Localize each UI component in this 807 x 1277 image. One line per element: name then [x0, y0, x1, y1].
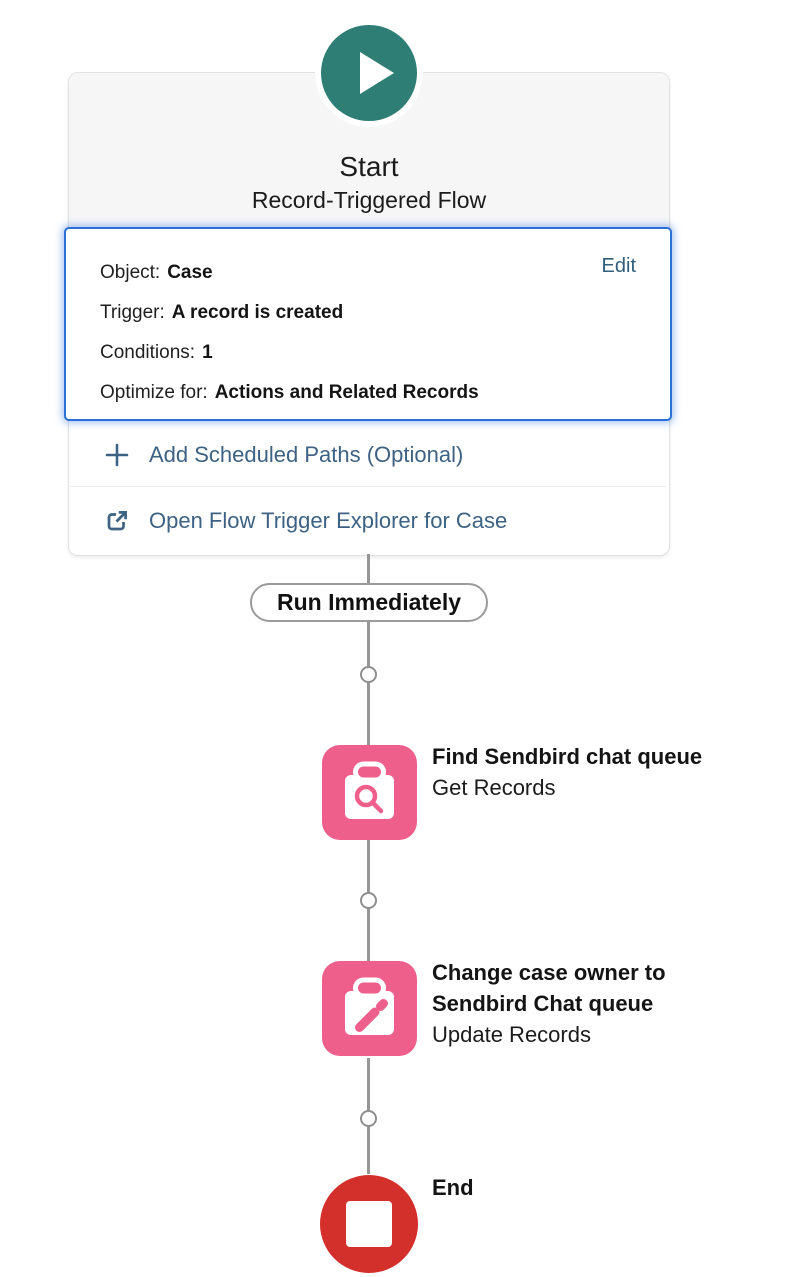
edit-button[interactable]: Edit — [601, 255, 636, 277]
plus-icon — [104, 442, 130, 468]
open-flow-trigger-explorer-label: Open Flow Trigger Explorer for Case — [149, 508, 508, 533]
element-title: Find Sendbird chat queue — [432, 744, 703, 769]
open-flow-trigger-explorer-button[interactable]: Open Flow Trigger Explorer for Case — [70, 487, 666, 555]
connector-add-point[interactable] — [360, 892, 377, 909]
connector-line — [367, 909, 370, 961]
element-title: Change case owner to Sendbird Chat queue — [432, 960, 666, 1016]
config-row-optimize: Optimize for:Actions and Related Records — [100, 382, 479, 403]
add-scheduled-paths-label: Add Scheduled Paths (Optional) — [149, 441, 464, 467]
start-play-button[interactable] — [315, 19, 423, 127]
start-title: Start — [339, 151, 399, 182]
run-immediately-badge: Run Immediately — [250, 583, 488, 622]
update-records-node[interactable] — [322, 961, 417, 1056]
connector-line — [367, 1058, 370, 1110]
connector-line — [367, 840, 370, 893]
end-node[interactable] — [320, 1175, 418, 1273]
connector-add-point[interactable] — [360, 1110, 377, 1127]
play-icon — [321, 25, 417, 121]
card-divider — [70, 486, 666, 487]
element-type: Update Records — [432, 1022, 591, 1047]
start-subtitle: Record-Triggered Flow — [251, 187, 487, 213]
connector-line — [367, 683, 370, 745]
connector-line — [367, 1127, 370, 1174]
config-row-conditions: Conditions:1 — [100, 342, 213, 363]
record-update-icon — [322, 961, 417, 1056]
external-link-icon — [104, 508, 130, 534]
add-scheduled-paths-button[interactable]: Add Scheduled Paths (Optional) — [70, 423, 666, 486]
get-records-node[interactable] — [322, 745, 417, 840]
stop-square-icon — [346, 1201, 392, 1247]
connector-line — [367, 622, 370, 666]
element-type: Get Records — [432, 775, 556, 800]
start-config-panel[interactable]: Object:Case Trigger:A record is created … — [64, 227, 672, 421]
config-row-trigger: Trigger:A record is created — [100, 302, 344, 323]
connector-line — [367, 554, 370, 583]
connector-add-point[interactable] — [360, 666, 377, 683]
record-lookup-icon — [322, 745, 417, 840]
config-row-object: Object:Case — [100, 262, 213, 283]
element-label: Find Sendbird chat queue Get Records — [432, 741, 752, 803]
element-label: Change case owner to Sendbird Chat queue… — [432, 957, 752, 1050]
end-label: End — [432, 1175, 474, 1200]
